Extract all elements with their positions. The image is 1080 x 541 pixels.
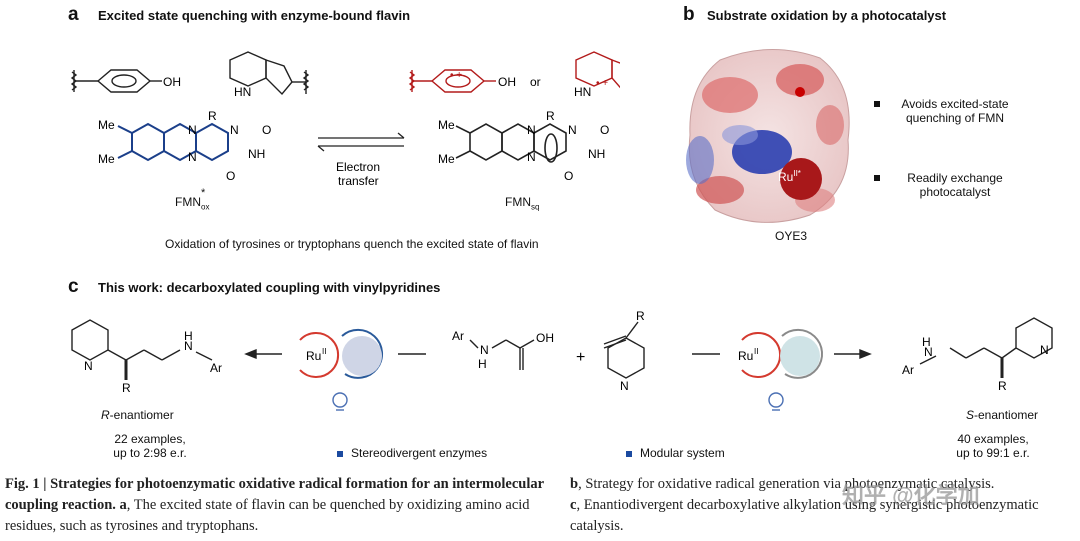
left-product-r: R [122, 381, 131, 395]
bullet-1: Avoids excited-state quenching of FMN [874, 97, 1030, 125]
panel-b-letter: b [683, 4, 695, 25]
indole-radical-hn-text: HN [574, 85, 591, 99]
electron-transfer-2: transfer [338, 174, 379, 188]
indole-radical-charge: • + [596, 78, 608, 89]
legend-stereodivergent: Stereodivergent enzymes [337, 446, 487, 460]
panel-c-title: This work: decarboxylated coupling with … [98, 280, 441, 295]
left-light-bulb-icon [332, 392, 348, 411]
fmn-sq-n1: N [527, 123, 536, 137]
ru-catalyst-label: RuII* [778, 169, 801, 184]
panel-a-letter: a [68, 4, 79, 25]
glycine-h: H [478, 357, 487, 371]
right-cycle-ru-sup: II [754, 347, 758, 356]
panel-c-scheme: N R N H Ar Ru II Ar N H OH + R N [71, 309, 1053, 411]
vinylpyridine-r: R [636, 309, 645, 323]
electron-transfer-1: Electron [336, 160, 380, 174]
left-arrow [244, 348, 282, 360]
right-product-structure [919, 317, 1053, 378]
glycine-ar: Ar [452, 329, 464, 343]
fmn-sq-n2: N [568, 123, 577, 137]
right-examples: 40 examples, up to 99:1 e.r. [956, 432, 1030, 460]
tyrosine-oh-text: OH [163, 75, 181, 89]
fmn-ox-r: R [208, 109, 217, 123]
fmn-sq-o2: O [564, 169, 573, 183]
panel-b-title: Substrate oxidation by a photocatalyst [707, 8, 947, 23]
bullet-2: Readily exchange photocatalyst [874, 171, 1030, 199]
left-cycle-ru: Ru [306, 349, 321, 363]
left-product-ar: Ar [210, 361, 222, 375]
vinylpyridine-n: N [620, 379, 629, 393]
fmn-ox-n1: N [188, 123, 197, 137]
glycine-oh: OH [536, 331, 554, 345]
right-pyridine-n: N [1040, 343, 1049, 357]
right-cycle-ru: Ru [738, 349, 753, 363]
left-examples: 22 examples, up to 2:98 e.r. [113, 432, 187, 460]
fmn-sq-n3: N [527, 150, 536, 164]
bullet-1-marker [874, 101, 880, 107]
panel-a-title: Excited state quenching with enzyme-boun… [98, 8, 411, 23]
s-enantiomer-label: S-enantiomer [966, 408, 1039, 422]
fmn-ox-nh: NH [248, 147, 265, 161]
right-product-h: H [922, 335, 931, 349]
right-cycle [741, 328, 824, 379]
left-cycle-ru-sup: II [322, 347, 326, 356]
right-product-r: R [998, 379, 1007, 393]
fmn-sq-r: R [546, 109, 555, 123]
left-pyridine-n: N [84, 359, 93, 373]
indole-radical-structure [575, 51, 620, 89]
fmn-ox-o1: O [262, 123, 271, 137]
oye3-label: OYE3 [775, 229, 808, 243]
watermark: 知乎 @化学加 [842, 483, 980, 508]
fmn-sq-nh: NH [588, 147, 605, 161]
protein-surface-image [686, 48, 850, 223]
tyrosine-radical-charge: • + [450, 70, 462, 81]
fmn-ox-o2: O [226, 169, 235, 183]
r-enantiomer-label: R-enantiomer [101, 408, 174, 422]
or-text: or [530, 75, 541, 89]
legend-modular: Modular system [626, 446, 725, 460]
fmn-ox-me-2: Me [98, 152, 115, 166]
tyrosine-structure [70, 69, 162, 93]
panel-c-letter: c [68, 276, 79, 297]
equilibrium-arrows [317, 132, 405, 152]
right-light-bulb-icon [768, 392, 784, 411]
vinylpyridine-structure [603, 321, 645, 379]
figure-caption-right: b, Strategy for oxidative radical genera… [570, 476, 1039, 534]
legend-marker-1 [337, 450, 343, 457]
left-product-structure [71, 319, 213, 380]
fmn-ox-n3: N [188, 150, 197, 164]
glycine-n: N [480, 343, 489, 357]
fmn-ox-me-1: Me [98, 118, 115, 132]
fmn-ox-label: FMNox* [175, 187, 210, 212]
fmn-sq-me-1: Me [438, 118, 455, 132]
bullet-2-marker [874, 175, 880, 181]
fmn-ox-structure [117, 122, 229, 162]
right-product-ar: Ar [902, 363, 914, 377]
panel-a-scheme: OH HN • + OH or HN • + Me Me R N N N O [70, 51, 620, 188]
fmn-sq-o1: O [600, 123, 609, 137]
left-cycle [299, 328, 384, 379]
figure-caption-left: Fig. 1 | Strategies for photoenzymatic o… [5, 476, 544, 534]
left-product-h: H [184, 329, 193, 343]
indole-structure [229, 51, 310, 96]
fmn-sq-structure [455, 123, 567, 163]
legend-marker-2 [626, 450, 632, 457]
fmn-ox-n2: N [230, 123, 239, 137]
left-product-n: N [184, 339, 193, 353]
tyrosine-radical-structure [408, 69, 496, 93]
fmn-sq-me-2: Me [438, 152, 455, 166]
right-arrow [834, 348, 872, 360]
glycine-structure [469, 339, 535, 370]
tyrosine-radical-oh-text: OH [498, 75, 516, 89]
indole-hn-text: HN [234, 85, 251, 99]
fmn-sq-label: FMNsq [505, 195, 540, 212]
right-product-n: N [924, 345, 933, 359]
plus-sign: + [576, 349, 585, 366]
panel-a-caption: Oxidation of tyrosines or tryptophans qu… [165, 237, 539, 251]
